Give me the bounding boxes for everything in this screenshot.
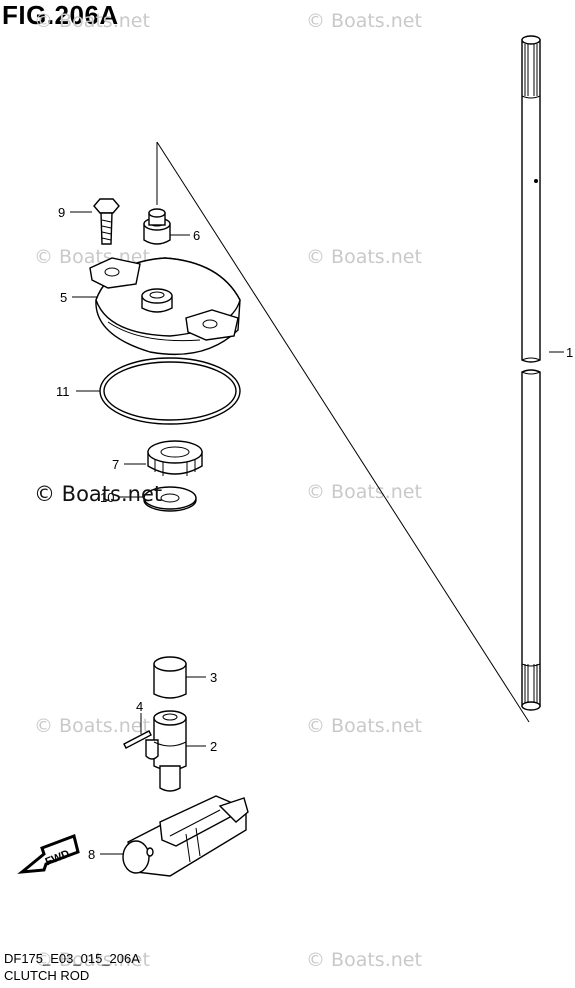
- shift-yoke-part-8: [122, 795, 249, 877]
- seal-part-7: [147, 440, 203, 476]
- bushing-part-6: [143, 208, 171, 245]
- watermark: © Boats.net: [34, 949, 150, 971]
- callout-6: 6: [193, 228, 200, 243]
- collar-part-3: [153, 656, 187, 699]
- callout-5: 5: [60, 290, 67, 305]
- watermark: © Boats.net: [306, 949, 422, 971]
- fwd-arrow-icon: FWD: [17, 834, 80, 874]
- callout-11: 11: [56, 384, 70, 399]
- watermark: © Boats.net: [34, 715, 150, 737]
- washer-part-10: [143, 486, 197, 512]
- watermark: © Boats.net: [306, 715, 422, 737]
- figure-title: FIG.206A: [2, 0, 119, 30]
- watermark: © Boats.net: [34, 10, 150, 32]
- housing-part-5: [89, 257, 241, 356]
- figure-name: CLUTCH ROD: [4, 968, 90, 983]
- figure-code: DF175_E03_015_206A: [4, 951, 140, 966]
- callout-3: 3: [210, 670, 217, 685]
- callout-1: 1: [566, 345, 573, 360]
- pin-part-4: [123, 730, 152, 749]
- clutch-rod-part-1: [521, 35, 541, 711]
- callout-7: 7: [112, 457, 119, 472]
- assembly-line: [156, 141, 530, 723]
- callout-2: 2: [210, 739, 217, 754]
- watermark: © Boats.net: [306, 481, 422, 503]
- o-ring-part-11: [99, 357, 241, 425]
- callout-leaders: [70, 211, 564, 855]
- bolt-part-9: [93, 198, 120, 245]
- connector-part-2: [145, 710, 187, 792]
- callout-10: 10: [100, 490, 114, 505]
- callout-8: 8: [88, 847, 95, 862]
- watermark: © Boats.net: [306, 10, 422, 32]
- callout-4: 4: [136, 699, 143, 714]
- watermark: © Boats.net: [306, 246, 422, 268]
- watermark-dark: © Boats.net: [34, 482, 163, 506]
- callout-9: 9: [58, 205, 65, 220]
